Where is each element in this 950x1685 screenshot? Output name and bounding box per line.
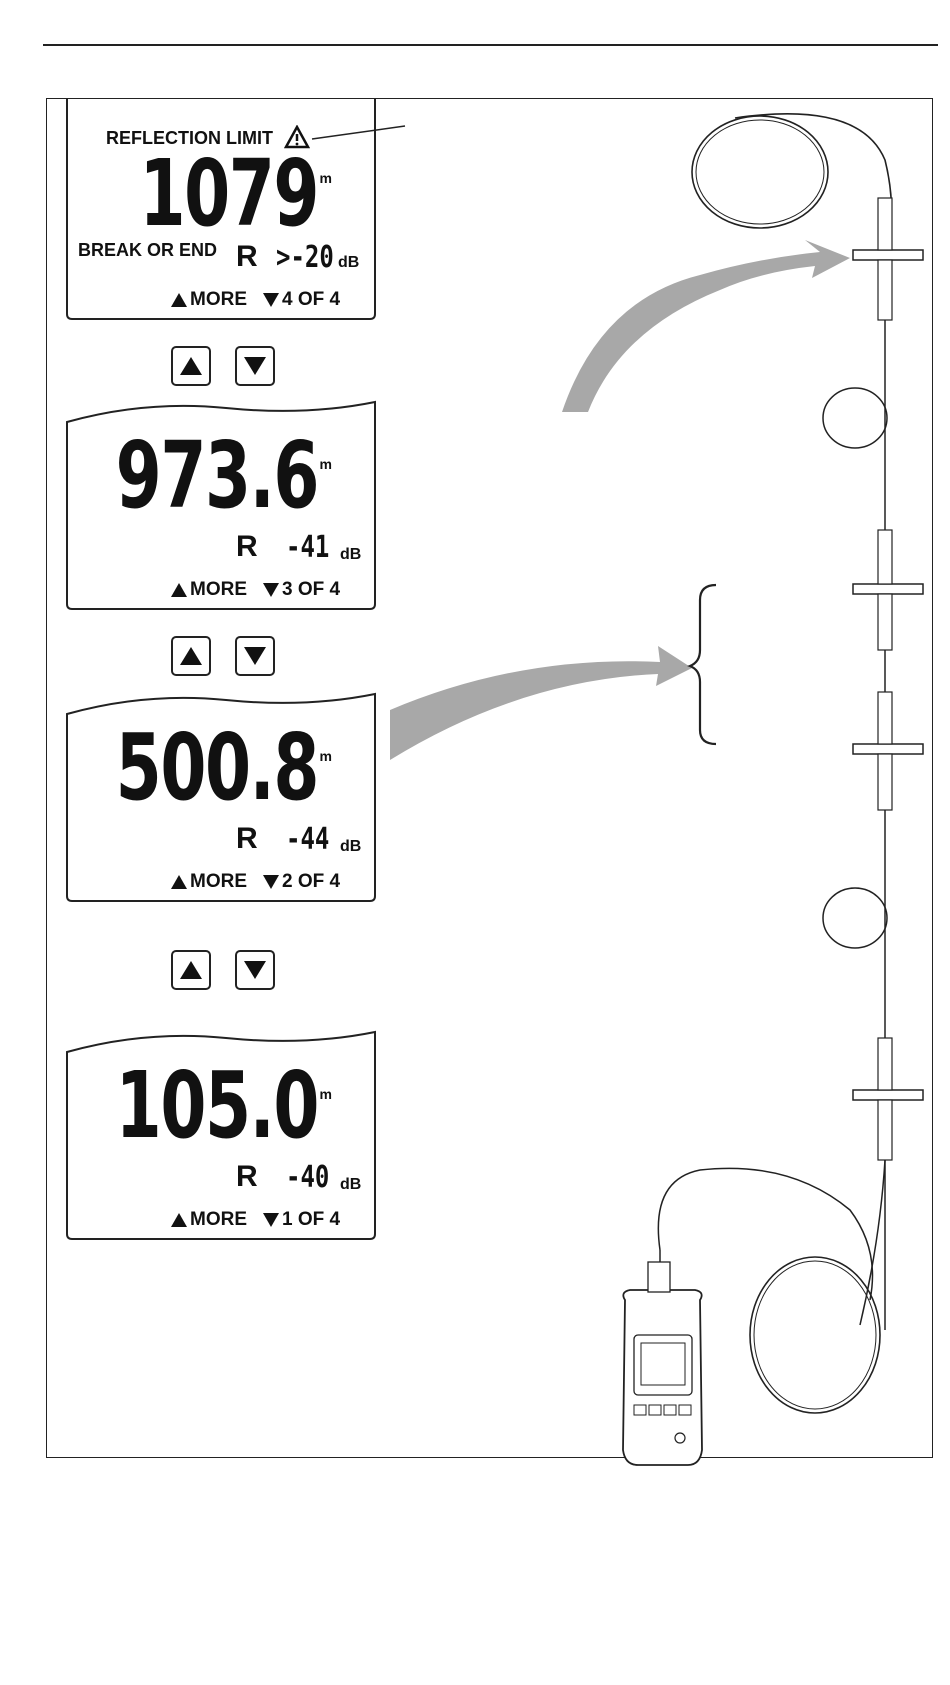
bracket (690, 585, 716, 744)
adapter-2 (853, 530, 923, 650)
fiber-spool-top (692, 116, 828, 228)
adapter-3 (853, 692, 923, 810)
fiber-loop-1 (823, 388, 887, 448)
fiber-loop-2 (823, 888, 887, 948)
event-arrow-middle (390, 646, 692, 760)
handheld-tester (623, 1250, 702, 1465)
event-arrow-upper (562, 240, 850, 412)
adapter-1 (853, 198, 923, 320)
annotation-leader-line (312, 126, 405, 139)
fiber-spool-bottom (750, 1257, 880, 1413)
adapter-4 (853, 1038, 923, 1160)
